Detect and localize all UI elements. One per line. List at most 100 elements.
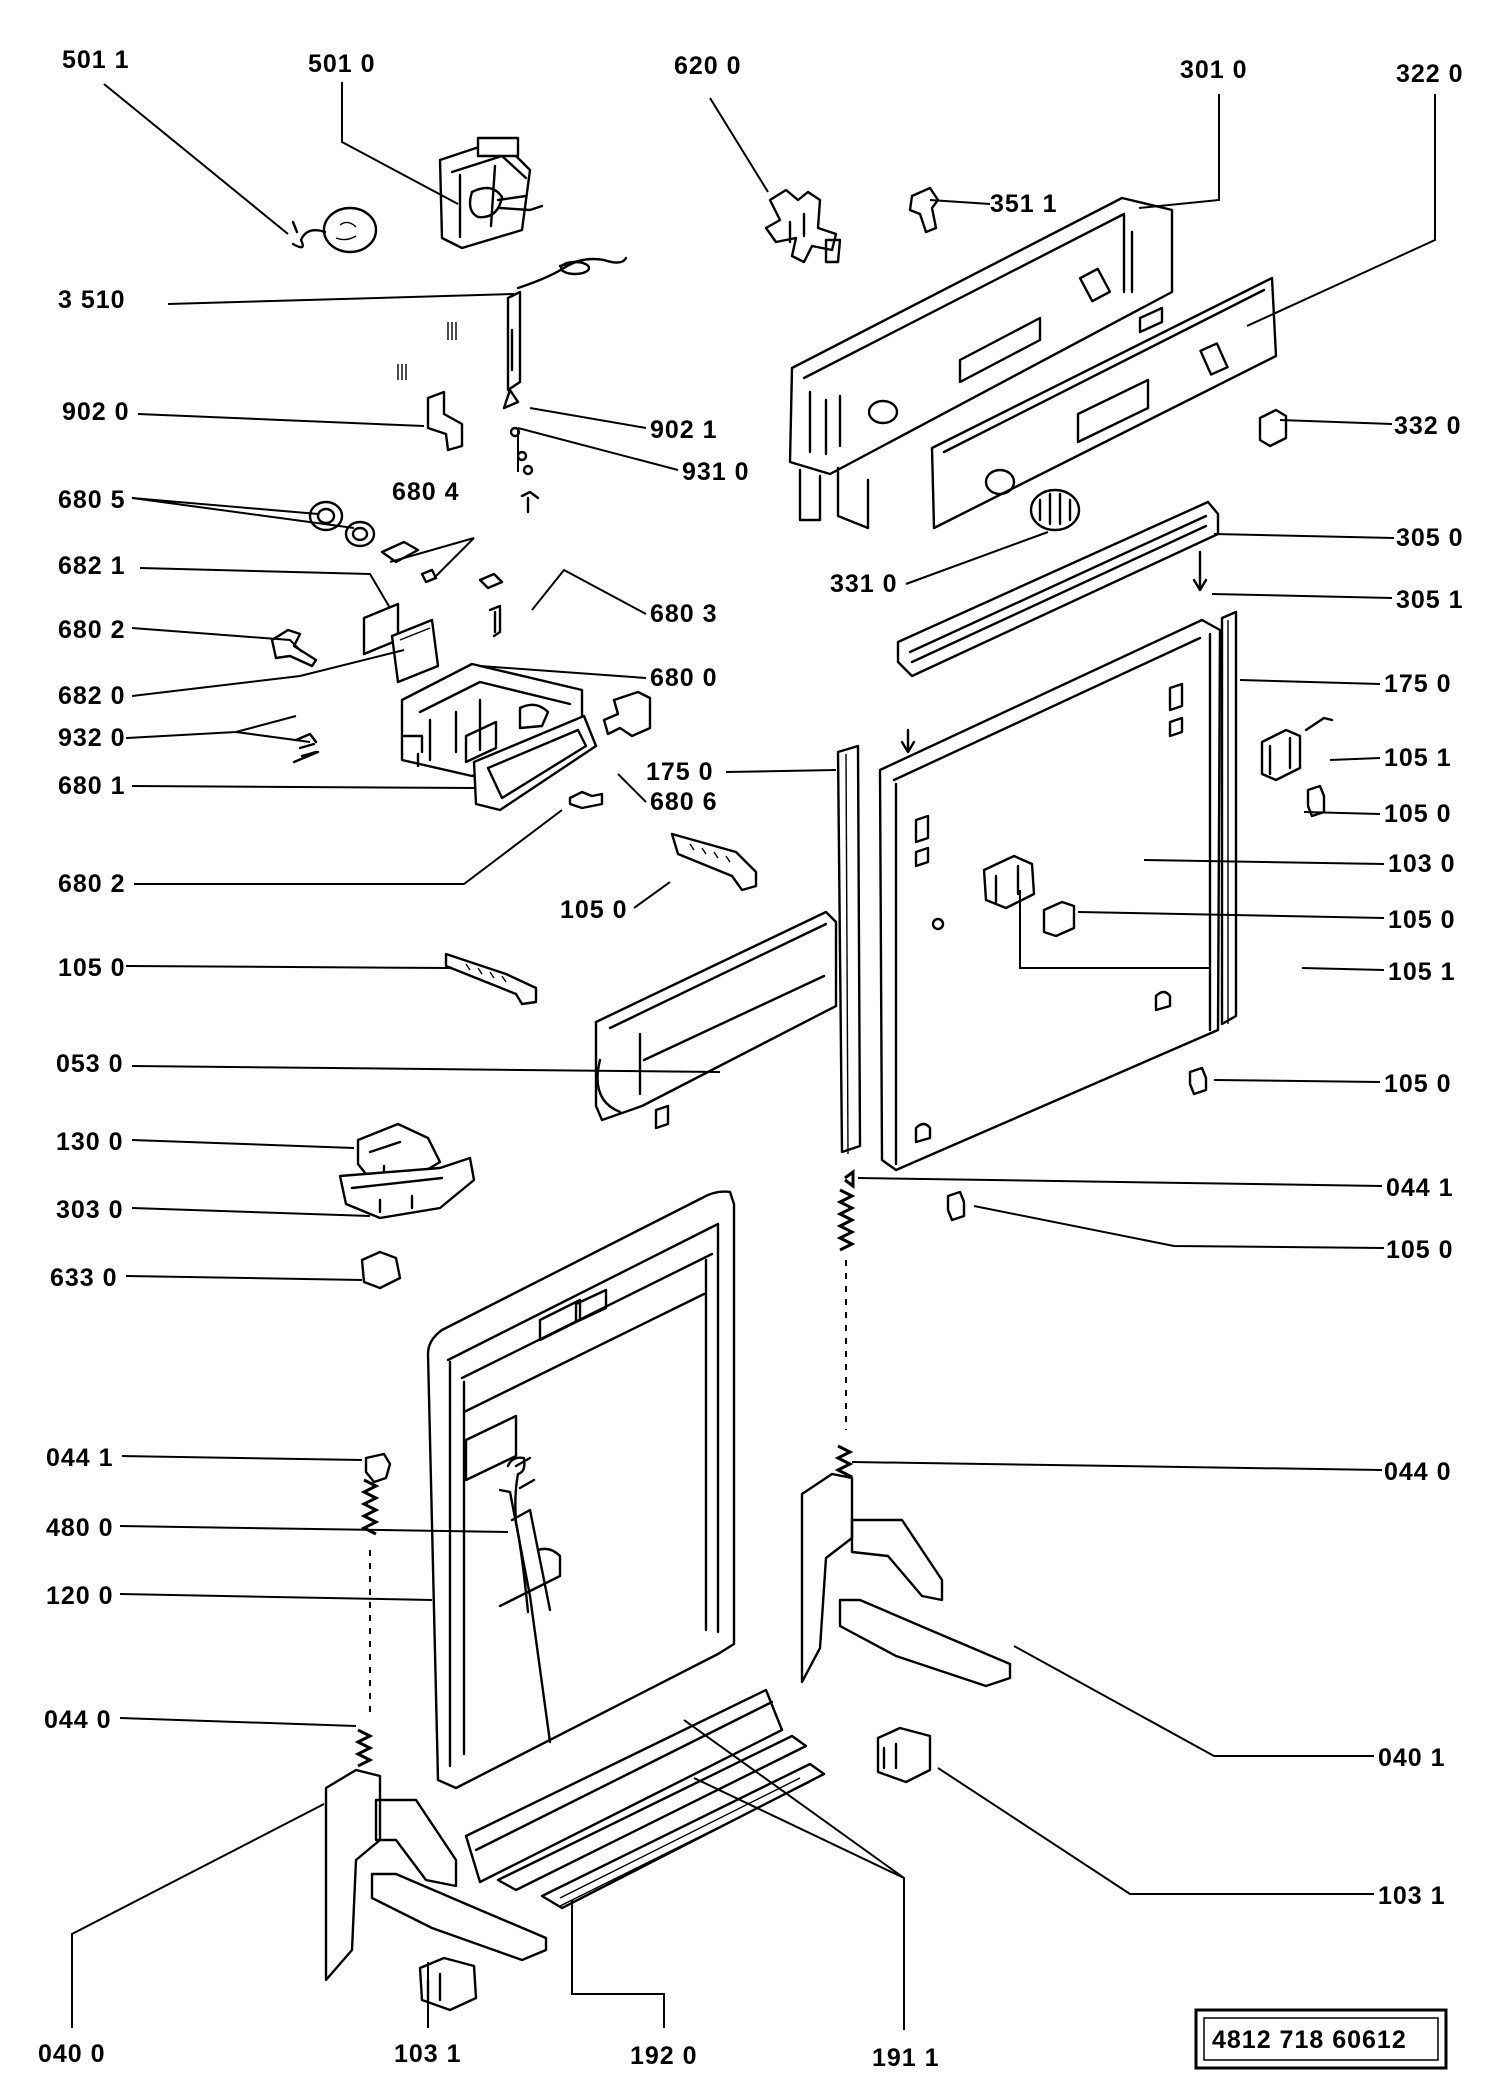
label-105-0-d: 105 0 (58, 954, 126, 982)
part-902-0-bracket (397, 364, 464, 452)
label-105-0-a: 105 0 (1384, 800, 1452, 828)
label-044-0-right: 044 0 (1384, 1458, 1452, 1486)
part-044-1-spring-left (360, 1452, 392, 1716)
label-053-0: 053 0 (56, 1050, 124, 1078)
part-633-0-button (360, 1250, 402, 1290)
part-103-1-cap-right (876, 1726, 932, 1784)
part-105-0-rail-left (444, 952, 538, 1006)
label-501-1: 501 1 (62, 46, 130, 74)
reference-number-box: 4812 718 60612 (1194, 2008, 1448, 2070)
part-680-6-clip (602, 690, 652, 738)
part-680-3-screw (488, 490, 540, 638)
label-305-1: 305 1 (1396, 586, 1464, 614)
part-105-1-latch-center (931, 854, 1036, 931)
label-301-0: 301 0 (1180, 56, 1248, 84)
part-680-2-clip-lower (568, 790, 604, 810)
part-902-1-hook (447, 290, 522, 410)
part-301-0-control-panel (788, 196, 1174, 530)
label-322-0: 322 0 (1396, 60, 1464, 88)
part-040-1-hinge-right (800, 1472, 1012, 1688)
label-932-0: 932 0 (58, 724, 126, 752)
label-682-0: 682 0 (58, 682, 126, 710)
label-175-0-mid: 175 0 (646, 758, 714, 786)
label-130-0: 130 0 (56, 1128, 124, 1156)
label-680-2-lower: 680 2 (58, 870, 126, 898)
label-105-1-upper: 105 1 (1384, 744, 1452, 772)
reference-number: 4812 718 60612 (1212, 2026, 1407, 2054)
label-040-1: 040 1 (1378, 1744, 1446, 1772)
part-175-0-trim-right (1220, 610, 1238, 1026)
label-044-1-right: 044 1 (1386, 1174, 1454, 1202)
part-682-0-board (390, 618, 440, 684)
label-105-0-b: 105 0 (560, 896, 628, 924)
label-3510: 3 510 (58, 286, 126, 314)
label-103-0: 103 0 (1388, 850, 1456, 878)
label-103-1-right: 103 1 (1378, 1882, 1446, 1910)
label-175-0-right: 175 0 (1384, 670, 1452, 698)
label-105-1-lower: 105 1 (1388, 958, 1456, 986)
part-480-0-wiring (506, 1456, 536, 1614)
label-680-3: 680 3 (650, 600, 718, 628)
part-3510-cable (516, 256, 628, 290)
part-120-0-door-frame (426, 1190, 736, 1790)
label-680-5: 680 5 (58, 486, 126, 514)
part-303-0-housing (338, 1156, 476, 1220)
label-351-1: 351 1 (990, 190, 1058, 218)
label-044-1-left: 044 1 (46, 1444, 114, 1472)
label-902-0: 902 0 (62, 398, 130, 426)
label-331-0: 331 0 (830, 570, 898, 598)
part-501-1-knob (291, 206, 378, 254)
part-322-0-facia (930, 276, 1278, 530)
part-331-0-knob (1029, 488, 1081, 532)
label-305-0: 305 0 (1396, 524, 1464, 552)
part-103-0-inner-door (878, 618, 1222, 1172)
label-480-0: 480 0 (46, 1514, 114, 1542)
label-044-0-left: 044 0 (44, 1706, 112, 1734)
part-191-1-bottom-trim (464, 1688, 808, 1892)
label-303-0: 303 0 (56, 1196, 124, 1224)
label-105-0-e: 105 0 (1384, 1070, 1452, 1098)
leader-lines (71, 82, 1436, 2030)
part-labels: 501 1 501 0 620 0 301 0 322 0 351 1 3 51… (38, 46, 1464, 2072)
part-332-0-button (1258, 408, 1288, 448)
part-932-0-spring (292, 732, 320, 764)
label-680-4: 680 4 (392, 478, 460, 506)
label-192-0: 192 0 (630, 2042, 698, 2070)
part-305-1-screw (1192, 550, 1208, 592)
label-120-0: 120 0 (46, 1582, 114, 1610)
label-105-0-f: 105 0 (1386, 1236, 1454, 1264)
label-040-0: 040 0 (38, 2040, 106, 2068)
label-680-1: 680 1 (58, 772, 126, 800)
part-620-0-bracket (764, 188, 842, 264)
label-105-0-c: 105 0 (1388, 906, 1456, 934)
part-044-1-spring-right (836, 1169, 856, 1430)
part-680-2-clip-upper (270, 628, 318, 668)
part-351-1-clip (908, 186, 940, 234)
part-931-0-screws (509, 426, 534, 476)
label-191-1: 191 1 (872, 2044, 940, 2072)
label-620-0: 620 0 (674, 52, 742, 80)
part-192-0-bottom-strip (540, 1762, 826, 1910)
label-902-1: 902 1 (650, 416, 718, 444)
label-633-0: 633 0 (50, 1264, 118, 1292)
part-501-0-timer (438, 136, 544, 250)
part-680-1-lid (472, 714, 598, 812)
label-931-0: 931 0 (682, 458, 750, 486)
part-680-4-inserts (380, 540, 504, 590)
label-682-1: 682 1 (58, 552, 126, 580)
part-105-0-clip-spring (946, 1190, 966, 1222)
label-103-1-bottom: 103 1 (394, 2040, 462, 2068)
part-105-1-latch-right (1260, 716, 1334, 782)
label-332-0: 332 0 (1394, 412, 1462, 440)
part-105-0-rail-middle (670, 832, 758, 892)
label-680-6: 680 6 (650, 788, 718, 816)
label-680-0: 680 0 (650, 664, 718, 692)
part-040-0-hinge-left (324, 1768, 548, 1982)
label-680-2-upper: 680 2 (58, 616, 126, 644)
part-175-0-trim-left (836, 744, 862, 1155)
part-053-0-lower-panel (594, 910, 838, 1130)
part-044-0-spring-left (354, 1728, 374, 1768)
part-105-0-clip-lower-right (1188, 1066, 1208, 1096)
label-501-0: 501 0 (308, 50, 376, 78)
